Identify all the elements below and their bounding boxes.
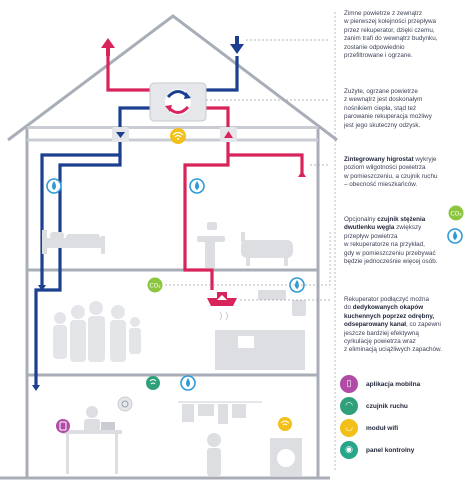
note-line: jest jego skuteczny odzysk. (344, 121, 421, 129)
humidity-sensor-icon (447, 228, 463, 244)
note-text: wykryje (413, 156, 437, 163)
note-line: kuchennych poprzez odrębny, (344, 313, 470, 321)
note-bold: czujnik stężenia dwutlenku węgla (344, 216, 426, 232)
note-line: Rekuperator podłączyć można (344, 296, 430, 303)
note-line: Opcjonalny czujnik stężenia dwutlenku wę… (344, 216, 452, 233)
legend-item-wifi-module: ◡ moduł wifi (340, 416, 470, 440)
note-line: odseparowany kanał, co zapewni (344, 321, 470, 329)
control-panel-icon: ◉ (340, 441, 358, 459)
humidity-sensor-icon (189, 178, 205, 194)
note-kitchen-hood: Rekuperator podłączyć można do dedykowan… (344, 296, 470, 355)
legend-item-motion-sensor: ◠ czujnik ruchu (340, 394, 470, 418)
legend-label: czujnik ruchu (366, 402, 408, 410)
note-fresh-air: Zimne powietrze z zewnątrz w pierwszej k… (344, 10, 470, 60)
legend-label: panel kontrolny (366, 446, 415, 454)
recuperator-unit (149, 82, 207, 122)
note-line: przepływ powietrza (344, 232, 398, 240)
legend-item-control-panel: ◉ panel kontrolny (340, 438, 470, 462)
note-text: Opcjonalny (344, 216, 378, 223)
note-line: w pierwszej kolejności przepływa (344, 18, 437, 26)
kitchen-illustration (215, 290, 306, 370)
bedroom-supply-arrow (38, 285, 46, 291)
wifi-icon: ◡ (340, 419, 358, 437)
attic-floor (27, 126, 318, 129)
note-line: przefiltrowane i ogrzane. (344, 52, 413, 60)
note-line: zanim trafi do wewnątrz budynku, (344, 35, 438, 43)
note-line: w rekuperatorze na przykład, (344, 241, 425, 249)
family-illustration (53, 301, 141, 362)
control-panel-icon (117, 396, 133, 412)
extract-vent-icon (220, 127, 237, 142)
intake-arrow-icon (230, 44, 244, 54)
exhaust-arrow-icon (101, 38, 115, 48)
phone-icon: ▯ (340, 375, 358, 393)
motion-sensor-icon: ◠ (340, 397, 358, 415)
note-bold: odseparowany kanał (344, 321, 406, 329)
note-line: – obecność mieszkańców. (344, 181, 418, 189)
note-line: w pomieszczeniu, a czujnik ruchu (344, 172, 438, 180)
co2-left-label: CO₂ (149, 283, 161, 290)
tablet-icon (56, 419, 70, 433)
note-line: Zimne powietrze z zewnątrz (344, 10, 423, 17)
note-co2: Opcjonalny czujnik stężenia dwutlenku wę… (344, 216, 452, 266)
note-line: przez rekuperator, dzięki czemu, (344, 26, 435, 34)
note-hygrostat: Zintegrowany higrostat wykryje poziom wi… (344, 156, 470, 190)
note-line: z eliminacją uciążliwych zapachów. (344, 346, 442, 354)
co2-sensor-icon: CO₂ (147, 277, 163, 293)
office-illustration (62, 406, 122, 474)
legend-label: aplikacja mobilna (366, 380, 421, 388)
humidity-sensor-icon (46, 178, 62, 194)
motion-sensor-icon (146, 376, 160, 390)
kitchen-hood-icon (207, 292, 237, 306)
supply-vent-icon (112, 127, 129, 142)
legend-item-mobile-app: ▯ aplikacja mobilna (340, 372, 470, 396)
bathroom-extract-arrow (298, 171, 306, 177)
bathroom-illustration (197, 222, 293, 268)
note-line: parowanie rekuperacja możliwy (344, 113, 432, 121)
note-line: zostanie odpowiednio (344, 43, 405, 51)
note-line: Zintegrowany higrostat wykryje (344, 156, 470, 164)
note-line: gdy w pomieszczeniu przebywać (344, 249, 436, 257)
note-text: zwiększy (396, 224, 422, 232)
note-line: nośnikiem ciepła, stąd też (344, 104, 417, 112)
wifi-module-icon (170, 128, 186, 144)
humidity-sensor-icon (180, 375, 196, 391)
bed-illustration (42, 230, 105, 254)
note-line: cyrkulację powietrza wraz (344, 338, 416, 346)
note-line: będzie jednocześnie więcej osób. (344, 258, 438, 266)
legend-label: moduł wifi (366, 424, 399, 432)
co2-right-label: CO₂ (450, 211, 462, 218)
note-line: z wewnątrz jest doskonałym (344, 96, 423, 104)
laundry-illustration (178, 401, 302, 476)
house-outline (0, 14, 338, 480)
note-text: , co zapewni (405, 321, 441, 329)
wifi-icon (278, 417, 292, 431)
note-bold: kuchennych poprzez odrębny, (344, 312, 435, 320)
exhaust-arrow-stem (106, 46, 110, 56)
co2-sensor-icon: CO₂ (448, 205, 464, 221)
intake-arrow-stem (235, 36, 239, 45)
note-heat-recovery: Zużyte, ogrzane powietrze z wewnątrz jes… (344, 88, 470, 130)
note-text: do (344, 304, 353, 312)
note-line: Zużyte, ogrzane powietrze (344, 88, 418, 95)
note-line: do dedykowanych okapów (344, 304, 470, 312)
leader-lines (165, 12, 336, 470)
kitchen-steam (219, 311, 228, 321)
note-line: poziom wilgotności powietrza (344, 164, 426, 172)
living-supply-arrow (32, 385, 40, 391)
note-bold: dedykowanych okapów (352, 304, 424, 312)
note-bold: Zintegrowany higrostat (344, 156, 414, 163)
note-line: jeszcze bardziej efektywną (344, 329, 419, 337)
